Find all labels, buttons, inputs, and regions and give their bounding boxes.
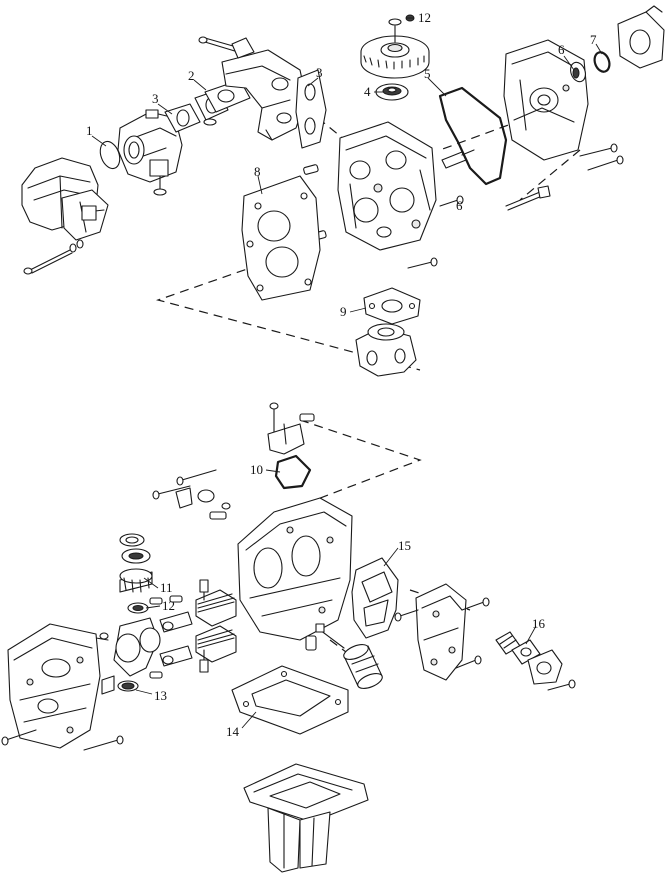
callout-15: 15 [398, 538, 411, 553]
intake-manifold [221, 49, 307, 141]
anode-cover [527, 649, 576, 691]
piston-upper [195, 579, 237, 627]
callout-10: 10 [250, 462, 263, 477]
callout-7: 7 [590, 32, 597, 47]
cover-bolts [579, 143, 624, 171]
callout-6-top: 6 [558, 42, 565, 57]
callout-leaders [91, 17, 603, 729]
head-gasket [241, 175, 321, 301]
callout-5: 5 [424, 66, 431, 81]
anode-gasket [511, 639, 541, 665]
base-gasket [231, 665, 349, 735]
thermostat [570, 61, 586, 83]
callout-14: 14 [226, 724, 240, 739]
breather-gasket [274, 454, 312, 490]
exhaust-cover [394, 583, 482, 681]
silencer-bolt [23, 239, 84, 275]
thermostat-seal [593, 51, 611, 73]
callout-12-bottom: 12 [162, 598, 175, 613]
callout-3-right: 3 [316, 65, 323, 80]
head-stud-bolts [407, 195, 464, 269]
cover-gasket [438, 86, 508, 186]
carburetor [117, 109, 183, 196]
pump-gasket [363, 287, 421, 325]
piston-pin-parts [149, 595, 183, 679]
carburetor-gasket [164, 103, 201, 133]
oil-pump [355, 323, 417, 377]
callout-3-left: 3 [152, 91, 159, 106]
exhaust-gasket [351, 557, 399, 639]
air-silencer [21, 157, 109, 241]
piston-lower [195, 625, 237, 673]
lower-crankcase [7, 623, 101, 749]
exhaust-bolts [461, 597, 490, 611]
head-bolt [505, 185, 551, 211]
manifold-gasket [295, 69, 327, 149]
callouts-upper: 1 2 3 3 4 5 6 7 8 9 12 6 [86, 10, 597, 319]
breather-bracket [267, 402, 315, 455]
thermostat-cover [617, 5, 665, 69]
callout-11: 11 [160, 580, 173, 595]
callout-6-mid: 6 [456, 198, 463, 213]
callout-12-top: 12 [418, 10, 431, 25]
callout-9: 9 [340, 304, 347, 319]
crankcase-bolts [152, 469, 231, 520]
crankcase [237, 497, 353, 641]
callout-2: 2 [188, 68, 195, 83]
exhaust-guide [243, 763, 369, 873]
callout-4: 4 [364, 84, 371, 99]
crankshaft [95, 617, 161, 677]
callout-16: 16 [532, 616, 546, 631]
callout-8: 8 [254, 164, 261, 179]
lower-bearing [101, 675, 139, 695]
crankshaft-seal [127, 602, 149, 614]
callout-1: 1 [86, 123, 93, 138]
crank-bearing-stack [119, 533, 153, 593]
oil-filter [343, 644, 383, 689]
callouts-lower: 10 11 12 13 14 15 16 [154, 462, 546, 739]
head-cover [503, 39, 589, 161]
lower-case-bolts [1, 729, 124, 751]
callout-13: 13 [154, 688, 167, 703]
manifold-bolt [198, 36, 255, 59]
connecting-rods [159, 611, 193, 667]
timing-pulley [360, 18, 430, 79]
oil-seal-bearing [375, 83, 409, 101]
filter-fittings [305, 623, 345, 651]
cylinder-head [337, 121, 437, 251]
